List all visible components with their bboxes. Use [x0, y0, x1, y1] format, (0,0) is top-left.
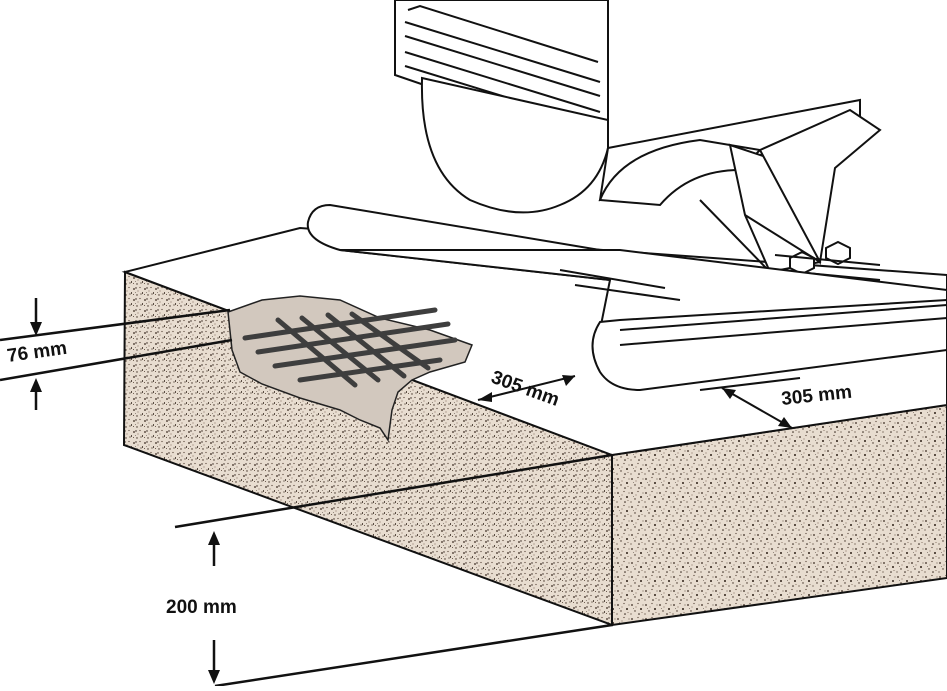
- saw-frame: [598, 98, 882, 281]
- label-slab-thickness: 200 mm: [166, 597, 237, 618]
- dimension-right-clearance: [721, 387, 793, 429]
- blade-guard: [420, 76, 609, 214]
- label-rebar-depth: 76 mm: [6, 338, 69, 367]
- dimension-rebar-depth: [0, 298, 233, 410]
- dimension-left-clearance: [477, 375, 576, 402]
- saw-base: [306, 203, 947, 392]
- dimension-slab-thickness: [174, 453, 613, 688]
- rebar-grid: [242, 307, 458, 388]
